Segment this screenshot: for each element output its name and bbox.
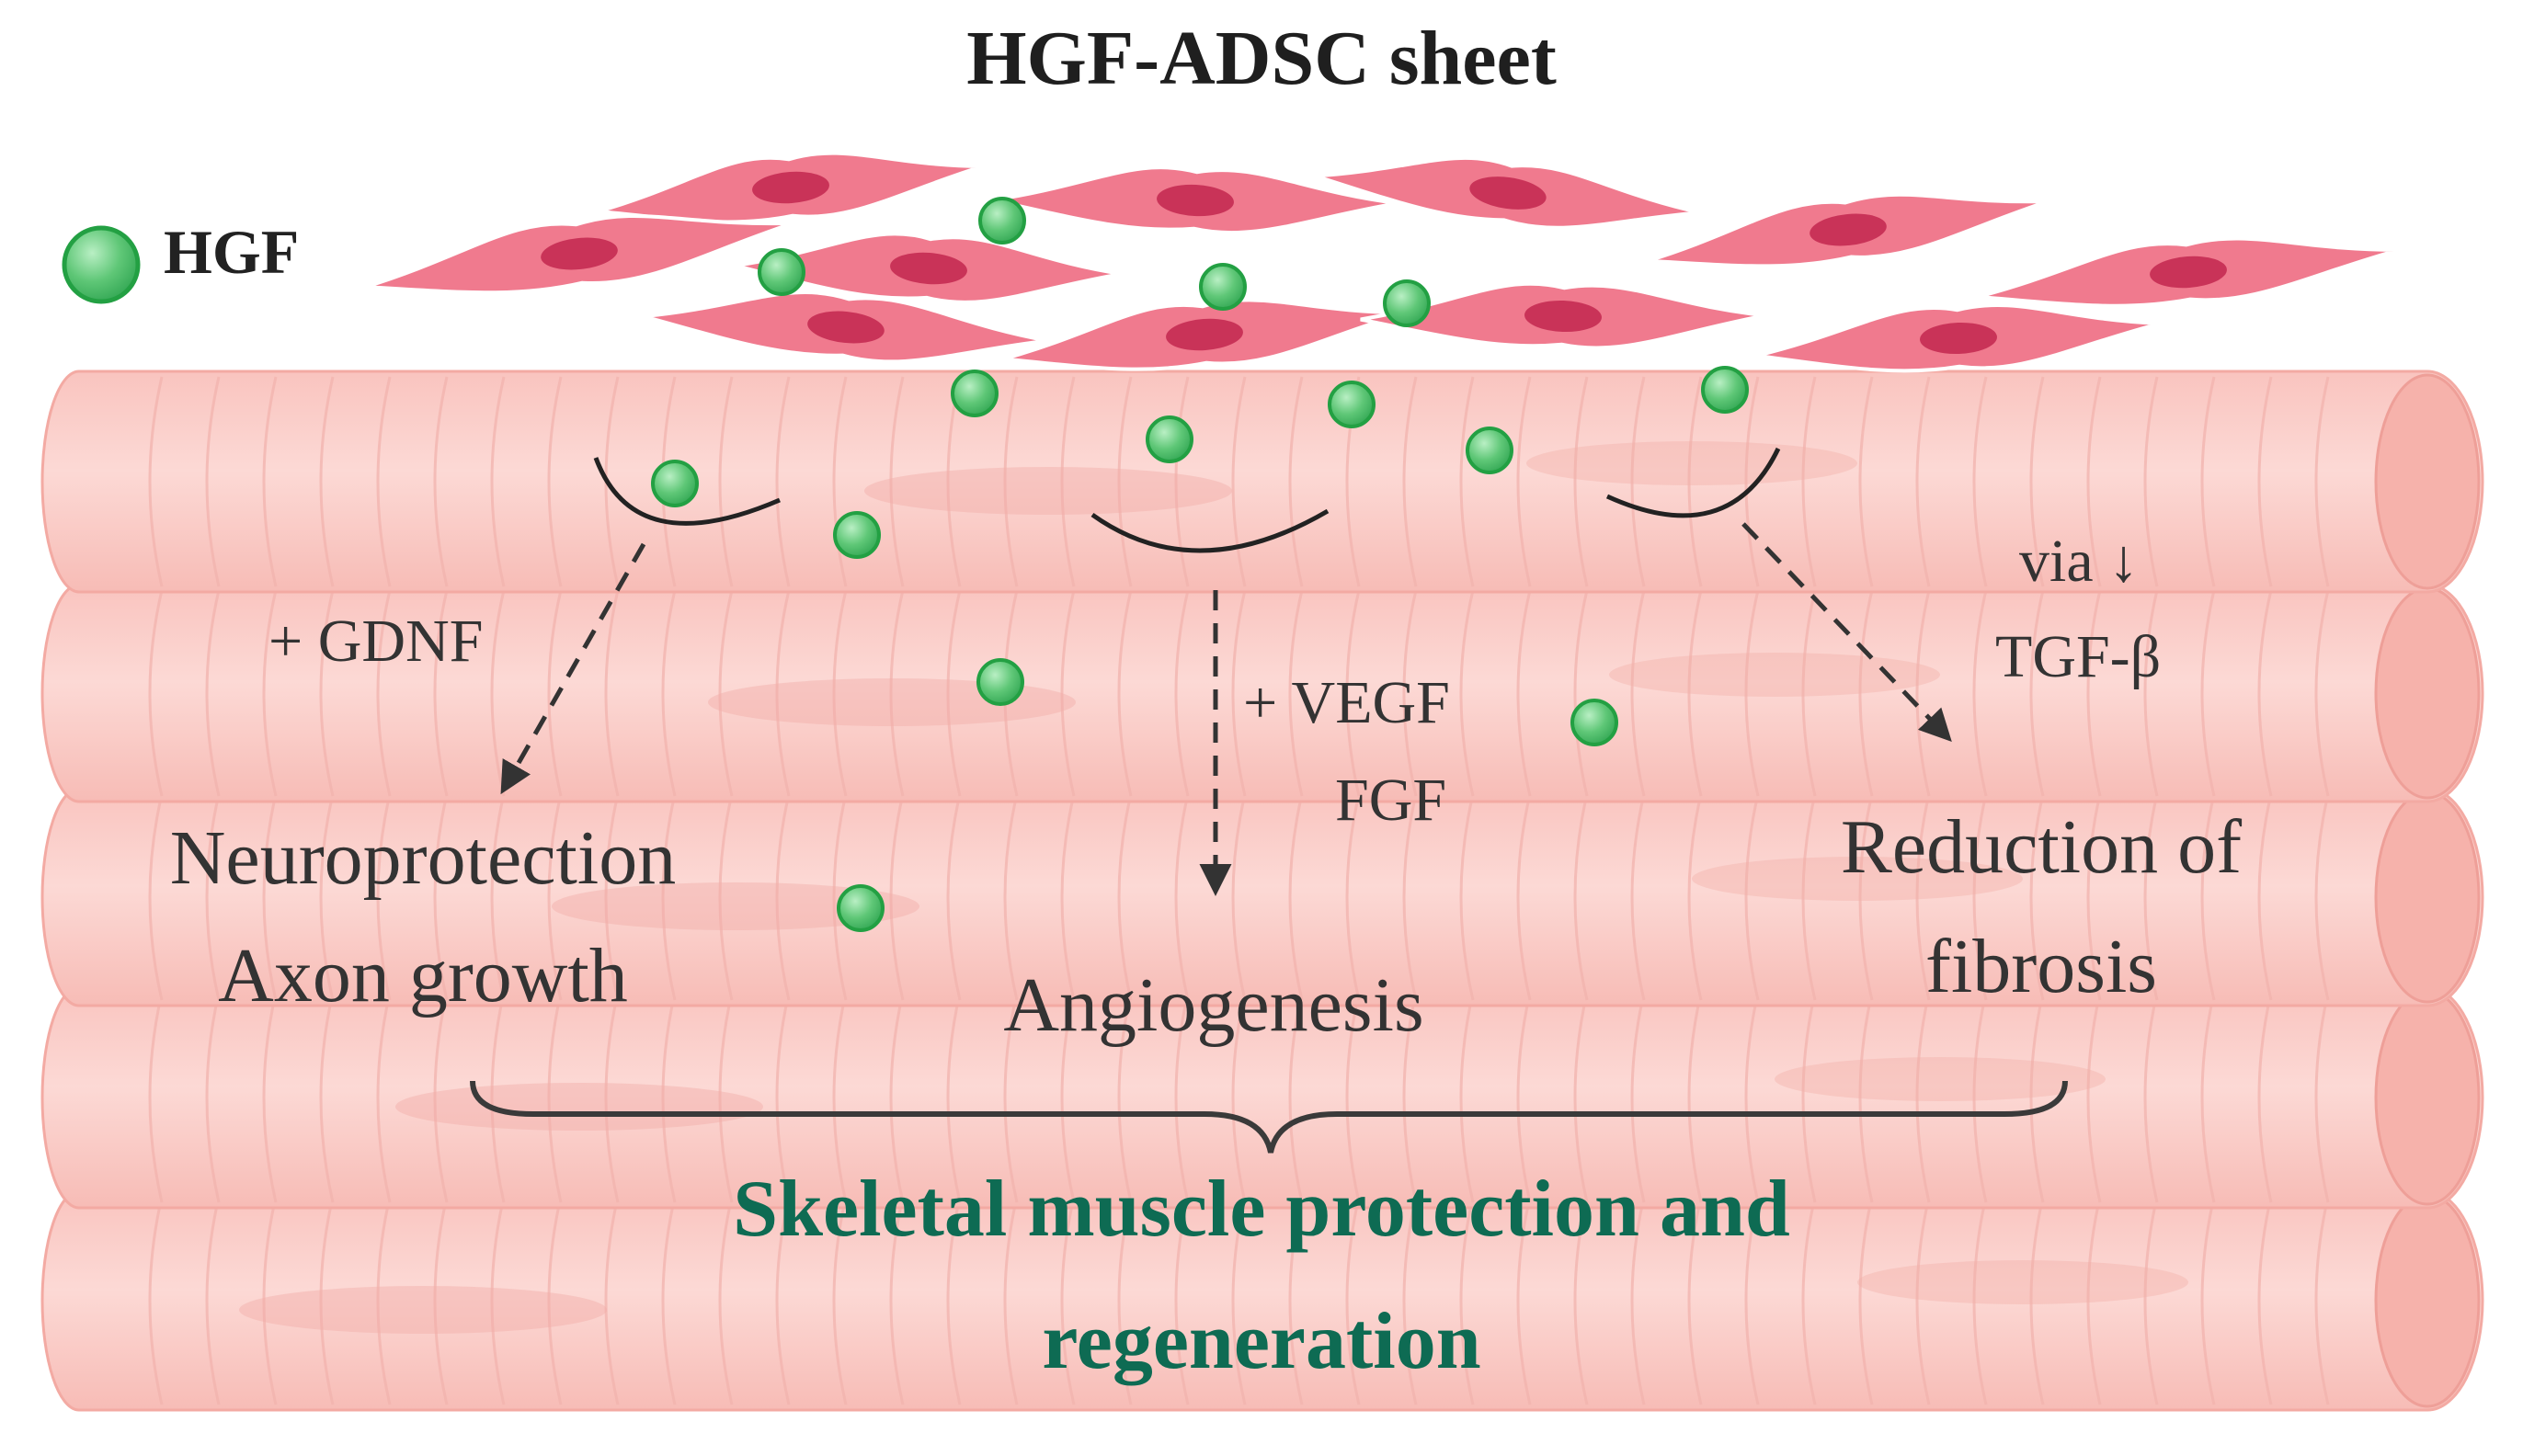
- hgf-particle: [1383, 279, 1431, 327]
- hgf-particle: [1466, 427, 1513, 474]
- receptor-arc-middle: [1090, 508, 1330, 553]
- adsc-cell: [1977, 236, 2400, 308]
- cell-nucleus: [541, 237, 618, 270]
- fgf-label: FGF: [1335, 767, 1447, 834]
- adsc-cell: [1314, 155, 1701, 230]
- hgf-particle: [951, 370, 999, 417]
- arrow-fibrosis: [1741, 522, 1952, 743]
- hgf-particles: [651, 197, 1749, 932]
- hgf-particle: [1570, 699, 1618, 746]
- axon-growth-label: Axon growth: [218, 933, 628, 1018]
- hgf-particle: [1199, 263, 1247, 311]
- neuroprotection-label: Neuroprotection: [169, 815, 677, 901]
- hgf-particle: [758, 248, 805, 296]
- cell-nucleus: [1920, 322, 1997, 355]
- cell-nucleus: [2150, 256, 2227, 289]
- hgf-legend-label: HGF: [164, 217, 300, 287]
- diagram-title: HGF-ADSC sheet: [966, 16, 1557, 101]
- cell-nucleus: [1157, 184, 1234, 217]
- cell-nucleus: [1469, 176, 1547, 210]
- adsc-cell: [1756, 303, 2162, 373]
- vegf-label: + VEGF: [1243, 669, 1450, 736]
- hgf-particle: [837, 884, 885, 932]
- muscle-fiber: [40, 1189, 2484, 1412]
- cell-nucleus: [890, 252, 967, 285]
- conclusion-line2: regeneration: [1042, 1297, 1481, 1386]
- adsc-cell-sheet: [364, 151, 2400, 373]
- hgf-particle: [1701, 366, 1749, 414]
- receptor-arc-left: [593, 457, 781, 526]
- cell-nucleus: [1809, 213, 1887, 246]
- hgf-particle: [651, 460, 699, 507]
- cell-nucleus: [1524, 300, 1602, 333]
- hgf-particle: [833, 511, 881, 559]
- conclusion-line1: Skeletal muscle protection and: [733, 1165, 1790, 1254]
- fibrosis-label-line2: fibrosis: [1925, 924, 2157, 1009]
- cell-nucleus: [807, 311, 885, 344]
- receptor-arcs: [593, 447, 1781, 553]
- grouping-brace: [470, 1080, 2068, 1154]
- muscle-fiber: [40, 985, 2484, 1210]
- muscle-fiber: [40, 583, 2484, 803]
- muscle-fibers: [40, 370, 2484, 1412]
- via-label: via ↓: [2019, 528, 2140, 595]
- muscle-fiber: [40, 787, 2484, 1007]
- adsc-cell: [735, 232, 1123, 304]
- receptor-arc-right: [1605, 447, 1781, 518]
- fibrosis-label-line1: Reduction of: [1840, 804, 2243, 890]
- angiogenesis-label: Angiogenesis: [1003, 962, 1424, 1048]
- adsc-cell: [1002, 298, 1407, 371]
- hgf-particle: [976, 658, 1024, 706]
- cell-nucleus: [1166, 318, 1243, 351]
- gdnf-label: + GDNF: [268, 608, 484, 675]
- hgf-particle: [978, 197, 1026, 245]
- tgf-beta-label: TGF-β: [1995, 623, 2162, 690]
- adsc-cell: [643, 290, 1049, 364]
- arrow-neuroprotection: [500, 542, 646, 795]
- hgf-particle: [1328, 381, 1376, 428]
- adsc-cell: [1647, 192, 2049, 268]
- muscle-fiber: [40, 370, 2484, 594]
- hgf-particle: [1146, 415, 1193, 463]
- adsc-cell: [364, 214, 794, 295]
- hgf-legend-icon: [62, 225, 141, 304]
- adsc-cell: [992, 165, 1398, 235]
- adsc-cell: [1360, 281, 1766, 350]
- pathway-arrows: [500, 522, 1952, 896]
- cell-nucleus: [752, 171, 829, 204]
